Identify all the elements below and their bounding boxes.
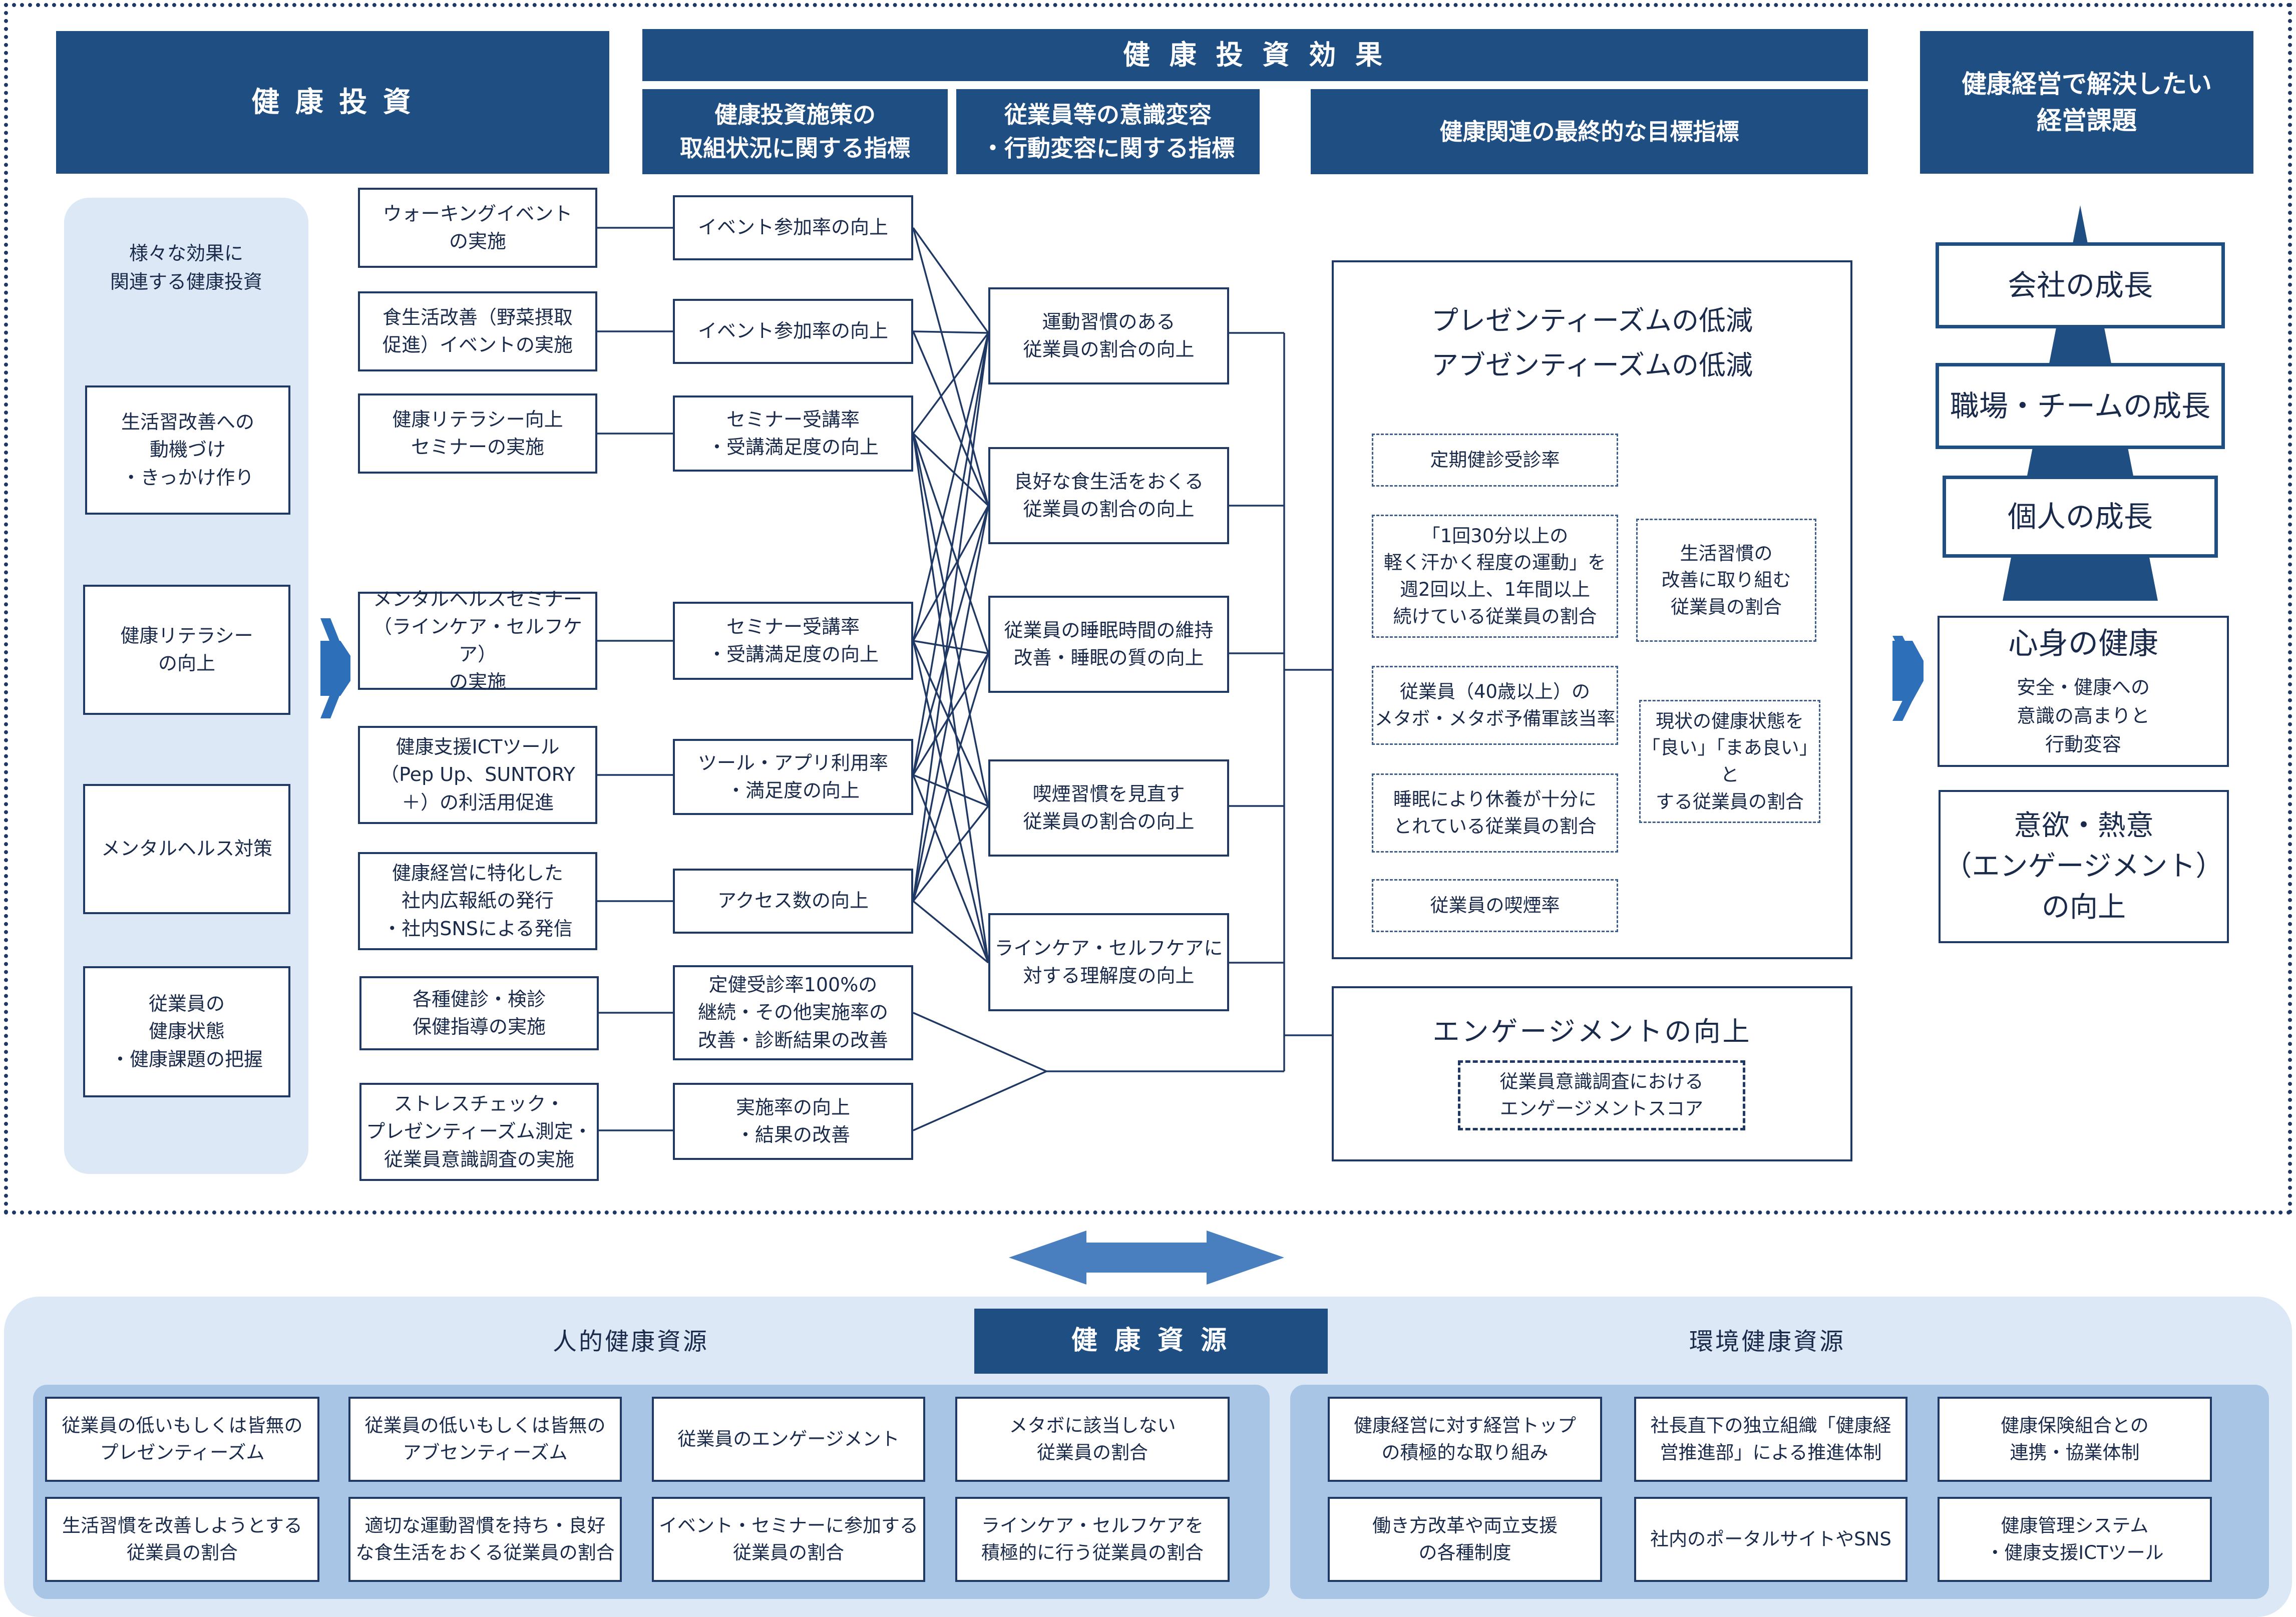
final-indicator-exercise: 「1回30分以上の 軽く汗かく程度の運動」を 週2回以上、1年間以上 続けている… bbox=[1372, 515, 1618, 638]
initiative-indicator-access: アクセス数の向上 bbox=[673, 869, 913, 934]
effect-area-frame bbox=[4, 3, 2292, 1215]
env-resource-promotion-dept: 社長直下の独立組織「健康経 営推進部」による推進体制 bbox=[1634, 1397, 1907, 1482]
human-resource-absenteeism: 従業員の低いもしくは皆無の アブセンティーズム bbox=[348, 1397, 622, 1482]
issue-company-growth: 会社の成長 bbox=[1936, 242, 2225, 328]
header-awareness-indicators: 従業員等の意識変容 ・行動変容に関する指標 bbox=[956, 89, 1260, 174]
initiative-indicator-implementation-rate: 実施率の向上 ・結果の改善 bbox=[673, 1083, 913, 1160]
issue-team-growth: 職場・チームの成長 bbox=[1936, 363, 2225, 449]
final-indicator-health-status: 現状の健康状態を 「良い」「まあ良い」と する従業員の割合 bbox=[1639, 700, 1820, 823]
investment-item-motivation: 生活習改善への 動機づけ ・きっかけ作り bbox=[85, 385, 290, 515]
motivation-box: 意欲・熱意 （エンゲージメント） の向上 bbox=[1939, 790, 2229, 943]
awareness-diet: 良好な食生活をおくる 従業員の割合の向上 bbox=[988, 447, 1229, 544]
final-indicator-lifestyle: 生活習慣の 改善に取り組む 従業員の割合 bbox=[1636, 519, 1816, 642]
env-resource-top-management: 健康経営に対す経営トップ の積極的な取り組み bbox=[1328, 1397, 1602, 1482]
initiative-indicator-seminar-1: セミナー受講率 ・受講満足度の向上 bbox=[673, 395, 913, 472]
mind-body-health-sub: 安全・健康への 意識の高まりと 行動変容 bbox=[2016, 676, 2150, 755]
human-resource-engagement: 従業員のエンゲージメント bbox=[652, 1397, 925, 1482]
initiative-indicator-event-participation-2: イベント参加率の向上 bbox=[673, 299, 913, 364]
final-indicator-checkup-rate: 定期健診受診率 bbox=[1372, 434, 1618, 487]
final-indicator-sleep: 睡眠により休養が十分に とれている従業員の割合 bbox=[1372, 773, 1618, 853]
env-resource-portal-sns: 社内のポータルサイトやSNS bbox=[1634, 1497, 1907, 1582]
env-resource-health-system: 健康管理システム ・健康支援ICTツール bbox=[1938, 1497, 2212, 1582]
header-management-issues: 健康経営で解決したい 経営課題 bbox=[1920, 31, 2253, 174]
final-indicators-title: プレゼンティーズムの低減 アブゼンティーズムの低減 bbox=[1431, 304, 1753, 381]
engagement-title: エンゲージメントの向上 bbox=[1432, 1015, 1752, 1047]
final-indicator-smoking: 従業員の喫煙率 bbox=[1372, 879, 1618, 932]
investment-item-health-status: 従業員の 健康状態 ・健康課題の把握 bbox=[83, 966, 290, 1097]
awareness-exercise-habit: 運動習慣のある 従業員の割合の向上 bbox=[988, 287, 1229, 384]
engagement-box bbox=[1332, 986, 1852, 1161]
initiative-internal-newsletter: 健康経営に特化した 社内広報紙の発行 ・社内SNSによる発信 bbox=[358, 852, 597, 950]
env-resources-title: 環境健康資源 bbox=[1689, 1328, 1845, 1356]
env-resource-health-insurance: 健康保険組合との 連携・協業体制 bbox=[1938, 1397, 2212, 1482]
initiative-ict-tools: 健康支援ICTツール （Pep Up、SUNTORY ＋）の利活用促進 bbox=[358, 726, 597, 824]
initiative-walking-event: ウォーキングイベント の実施 bbox=[358, 188, 597, 268]
initiative-indicator-tool-usage: ツール・アプリ利用率 ・満足度の向上 bbox=[673, 739, 913, 815]
initiative-indicator-checkup-rate: 定健受診率100%の 継続・その他実施率の 改善・診断結果の改善 bbox=[673, 965, 913, 1060]
human-resource-presenteeism: 従業員の低いもしくは皆無の プレゼンティーズム bbox=[45, 1397, 319, 1482]
mind-body-health-title: 心身の健康 bbox=[2008, 626, 2158, 661]
human-resource-lifestyle: 生活習慣を改善しようとする 従業員の割合 bbox=[45, 1497, 319, 1582]
human-resource-exercise-diet: 適切な運動習慣を持ち・良好 な食生活をおくる従業員の割合 bbox=[348, 1497, 622, 1582]
header-effect: 健 康 投 資 効 果 bbox=[642, 29, 1868, 81]
initiative-diet-event: 食生活改善（野菜摂取 促進）イベントの実施 bbox=[358, 291, 597, 371]
resources-title: 健 康 資 源 bbox=[974, 1309, 1328, 1374]
header-initiative-indicators: 健康投資施策の 取組状況に関する指標 bbox=[642, 89, 948, 174]
engagement-score: 従業員意識調査における エンゲージメントスコア bbox=[1458, 1060, 1745, 1130]
env-resource-work-style: 働き方改革や両立支援 の各種制度 bbox=[1328, 1497, 1602, 1582]
initiative-stress-check: ストレスチェック・ プレゼンティーズム測定・ 従業員意識調査の実施 bbox=[359, 1083, 599, 1181]
header-final-indicators: 健康関連の最終的な目標指標 bbox=[1311, 89, 1868, 174]
issue-individual-growth: 個人の成長 bbox=[1943, 476, 2218, 558]
initiative-indicator-seminar-2: セミナー受講率 ・受講満足度の向上 bbox=[673, 602, 913, 680]
initiative-literacy-seminar: 健康リテラシー向上 セミナーの実施 bbox=[358, 393, 597, 474]
investment-item-mental-health: メンタルヘルス対策 bbox=[83, 784, 290, 914]
human-resource-non-metabo: メタボに該当しない 従業員の割合 bbox=[955, 1397, 1230, 1482]
awareness-line-self-care: ラインケア・セルフケアに 対する理解度の向上 bbox=[988, 913, 1229, 1011]
initiative-health-checkups: 各種健診・検診 保健指導の実施 bbox=[359, 976, 599, 1050]
investment-panel-title: 様々な効果に 関連する健康投資 bbox=[110, 242, 262, 293]
awareness-sleep: 従業員の睡眠時間の維持 改善・睡眠の質の向上 bbox=[988, 596, 1229, 693]
initiative-mental-health-seminar: メンタルヘルスセミナー （ラインケア・セルフケア） の実施 bbox=[358, 588, 597, 693]
header-investment: 健 康 投 資 bbox=[56, 31, 609, 174]
human-resources-title: 人的健康資源 bbox=[552, 1328, 709, 1356]
human-resource-line-self-care: ラインケア・セルフケアを 積極的に行う従業員の割合 bbox=[955, 1497, 1230, 1582]
final-indicator-metabo: 従業員（40歳以上）の メタボ・メタボ予備軍該当率 bbox=[1372, 666, 1618, 745]
awareness-smoking: 喫煙習慣を見直す 従業員の割合の向上 bbox=[988, 759, 1229, 857]
mind-body-health-box bbox=[1938, 616, 2229, 767]
initiative-indicator-event-participation-1: イベント参加率の向上 bbox=[673, 195, 913, 260]
investment-item-literacy: 健康リテラシー の向上 bbox=[83, 585, 290, 715]
human-resource-event-participation: イベント・セミナーに参加する 従業員の割合 bbox=[652, 1497, 925, 1582]
